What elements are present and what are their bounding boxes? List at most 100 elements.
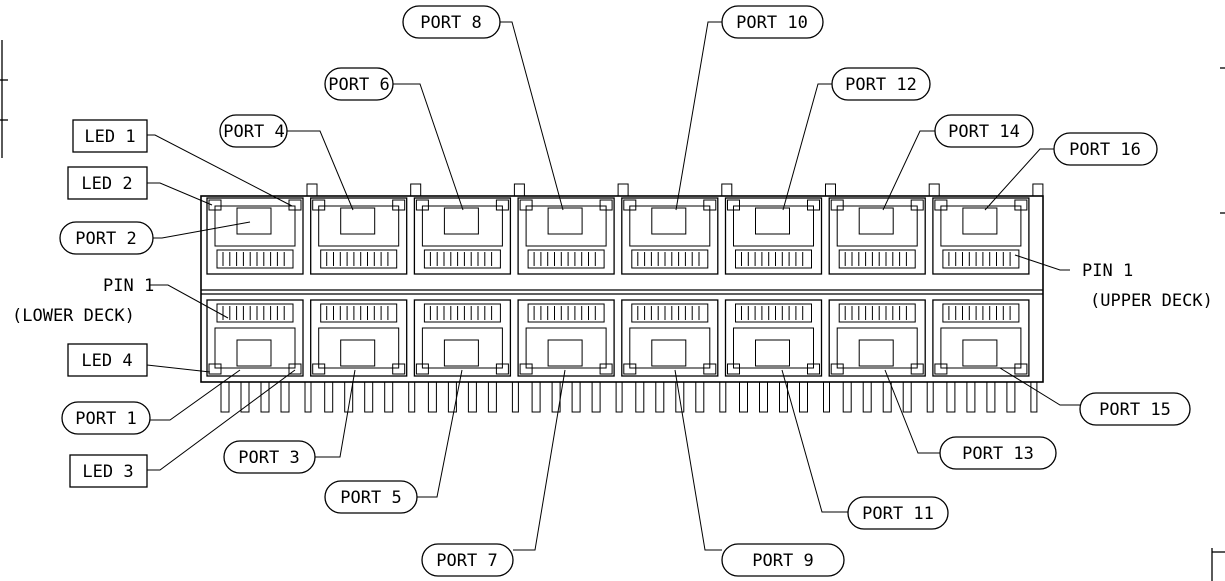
- right-edge-marks: [1211, 67, 1225, 581]
- pcb-lead: [280, 381, 290, 413]
- pcb-peg: [304, 381, 312, 413]
- upper-port-bay: [310, 183, 422, 275]
- top-post: [306, 183, 318, 197]
- leader-lines: [146, 21, 1080, 551]
- led-4-label: LED 4: [81, 351, 132, 371]
- pcb-lead: [739, 381, 748, 413]
- port-6-label: PORT 6: [328, 75, 389, 95]
- led-2-label: LED 2: [81, 174, 132, 194]
- port-13-label: PORT 13: [962, 444, 1034, 464]
- pcb-peg: [1030, 381, 1038, 413]
- pcb-lead: [487, 381, 497, 413]
- pcb-peg: [615, 381, 623, 413]
- port-6-callout: PORT 6: [324, 67, 394, 101]
- port-5-callout: PORT 5: [324, 480, 418, 514]
- upper-port-bay: [932, 183, 1044, 275]
- pcb-lead: [384, 381, 394, 413]
- pin1-lower-line2: (LOWER DECK): [12, 306, 135, 326]
- pcb-lead: [675, 381, 685, 413]
- led-3-callout: LED 3: [69, 454, 148, 488]
- pcb-lead: [591, 381, 601, 413]
- pcb-lead: [842, 381, 852, 413]
- pcb-lead: [862, 381, 872, 413]
- port-10-label: PORT 10: [736, 13, 808, 33]
- upper-port-bay: [413, 183, 525, 275]
- port-3-callout: PORT 3: [223, 440, 316, 474]
- pcb-lead: [966, 381, 976, 413]
- pin1-lower-line1: PIN 1: [103, 276, 154, 296]
- port-13-callout: PORT 13: [939, 436, 1057, 470]
- pcb-peg: [511, 381, 519, 413]
- lower-port-bay: [310, 299, 408, 377]
- port-5-label: PORT 5: [340, 488, 401, 508]
- port-16-callout: PORT 16: [1053, 132, 1158, 166]
- lower-port-bay: [932, 299, 1030, 377]
- lower-port-bay: [828, 299, 926, 377]
- top-post: [825, 183, 836, 197]
- pcb-peg: [408, 381, 416, 413]
- ports-layer: [206, 183, 1044, 377]
- pcb-peg: [823, 381, 830, 413]
- port-3-label: PORT 3: [238, 448, 299, 468]
- pin1-upper-line2: (UPPER DECK): [1090, 291, 1213, 311]
- port-4-label: PORT 4: [223, 122, 284, 142]
- top-post: [1032, 183, 1044, 197]
- top-post: [513, 183, 525, 197]
- pcb-lead: [240, 381, 250, 413]
- port-9-callout: PORT 9: [721, 543, 845, 577]
- pcb-lead: [759, 381, 768, 413]
- upper-port-bay: [621, 183, 733, 275]
- port-14-label: PORT 14: [948, 122, 1020, 142]
- led-1-label: LED 1: [84, 127, 135, 147]
- port-9-label: PORT 9: [752, 551, 813, 571]
- port-14-callout: PORT 14: [934, 114, 1034, 148]
- pcb-lead: [571, 381, 581, 413]
- port-12-callout: PORT 12: [831, 67, 931, 101]
- pcb-lead: [344, 381, 354, 413]
- upper-port-bay: [206, 183, 318, 275]
- pcb-lead: [427, 381, 437, 413]
- pcb-lead: [882, 381, 892, 413]
- pcb-lead: [635, 381, 645, 413]
- upper-port-bay: [724, 183, 836, 275]
- pcb-lead: [946, 381, 956, 413]
- led-4-callout: LED 4: [67, 343, 148, 377]
- led-3-label: LED 3: [82, 462, 133, 482]
- lower-port-bay: [724, 299, 823, 377]
- top-post: [617, 183, 629, 197]
- port-4-callout: PORT 4: [219, 114, 288, 148]
- pcb-lead: [779, 381, 788, 413]
- pcb-lead: [695, 381, 705, 413]
- pcb-lead: [799, 381, 808, 413]
- port-12-label: PORT 12: [845, 75, 917, 95]
- port-2-label: PORT 2: [75, 229, 136, 249]
- pcb-peg: [926, 381, 934, 413]
- port-7-callout: PORT 7: [421, 543, 514, 577]
- upper-port-bay: [517, 183, 629, 275]
- lower-port-bay: [517, 299, 615, 377]
- pcb-lead: [902, 381, 912, 413]
- leads-layer: [220, 381, 1038, 413]
- port-11-label: PORT 11: [862, 504, 934, 524]
- pcb-lead: [467, 381, 477, 413]
- port-10-callout: PORT 10: [721, 5, 824, 39]
- lower-port-bay: [621, 299, 719, 377]
- left-border-fragment: [0, 40, 8, 158]
- port-15-label: PORT 15: [1099, 400, 1171, 420]
- top-post: [721, 183, 733, 197]
- lower-port-bay: [413, 299, 512, 377]
- pcb-lead: [986, 381, 996, 413]
- port-7-label: PORT 7: [436, 551, 497, 571]
- port-8-callout: PORT 8: [402, 5, 501, 39]
- port-2-callout: PORT 2: [59, 221, 154, 255]
- port-11-callout: PORT 11: [847, 496, 949, 530]
- port-16-label: PORT 16: [1069, 140, 1141, 160]
- pcb-lead: [364, 381, 374, 413]
- port-1-label: PORT 1: [75, 409, 136, 429]
- port-15-callout: PORT 15: [1079, 392, 1191, 426]
- pcb-lead: [220, 381, 230, 413]
- pcb-lead: [324, 381, 334, 413]
- pcb-peg: [719, 381, 727, 413]
- pcb-lead: [260, 381, 270, 413]
